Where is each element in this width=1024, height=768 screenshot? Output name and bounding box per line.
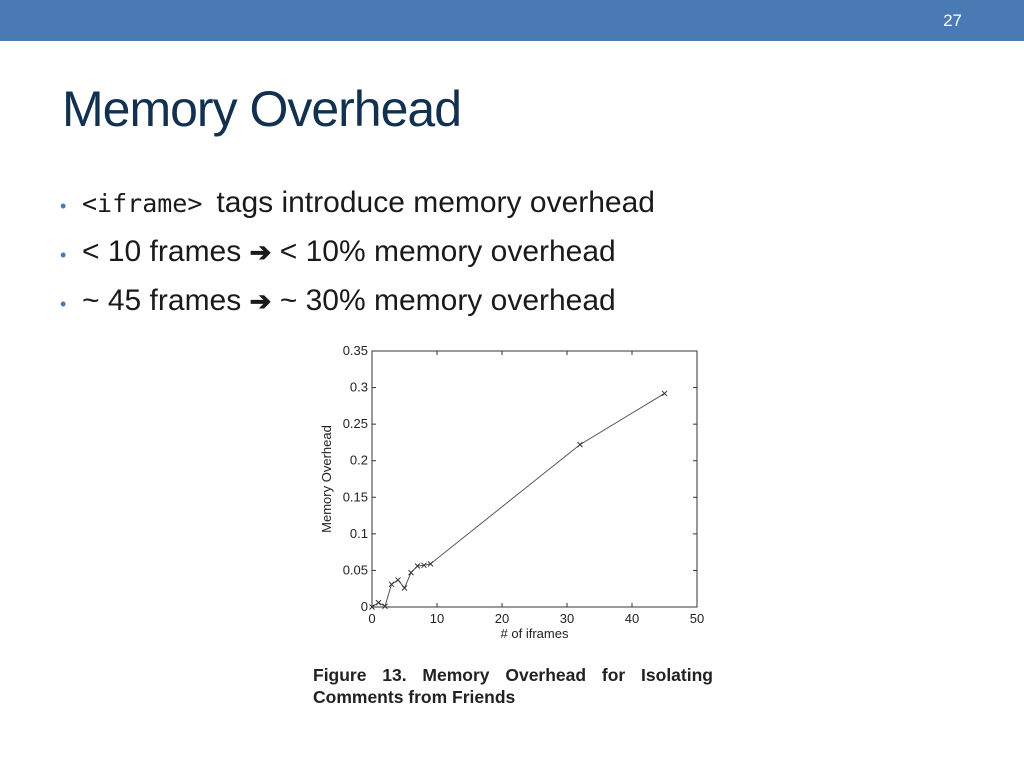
x-tick-label: 0 [368,611,375,626]
header-bar: 27 [0,0,1024,41]
x-tick-label: 20 [495,611,509,626]
y-tick-label: 0.1 [350,526,368,541]
bullet-text-after: < 10% memory overhead [279,235,616,268]
bullet-dot-icon: • [60,196,67,216]
bullet-list: • <iframe> tags introduce memory overhead… [60,186,655,333]
slide-number: 27 [943,11,962,30]
x-tick-label: 40 [625,611,639,626]
y-tick-label: 0 [361,599,368,614]
bullet-text: tags introduce memory overhead [216,186,655,219]
data-point-marker [395,577,401,583]
bullet-text-before: < 10 frames [82,235,242,268]
data-point-marker [388,581,395,588]
data-point-marker [421,562,427,569]
data-point-marker [375,599,382,606]
bullet-item: • ~ 45 frames ➔ ~ 30% memory overhead [60,284,655,333]
figure-caption: Figure 13. Memory Overhead for Isolating… [313,665,713,707]
y-tick-label: 0.15 [343,489,368,504]
data-point-marker [382,603,388,610]
y-tick-label: 0.2 [350,453,368,468]
bullet-text-before: ~ 45 frames [82,284,242,317]
iframe-code: <iframe> [82,189,203,218]
bullet-item: • < 10 frames ➔ < 10% memory overhead [60,235,655,284]
data-point-marker [414,563,421,569]
chart-svg: 0 10 20 30 40 50 0 0.05 0.1 0.15 0.2 0.25 0.3 0.35 # o… [319,343,704,641]
data-point-marker [577,441,583,448]
y-tick-label: 0.25 [343,416,368,431]
series-line [371,392,665,608]
bullet-text-after: ~ 30% memory overhead [279,284,616,317]
data-point-marker [661,390,668,397]
data-point-marker [401,585,408,591]
bullet-dot-icon: • [60,245,67,265]
plot-frame [371,350,698,608]
data-point-marker [408,569,414,576]
x-tick-label: 10 [430,611,444,626]
x-axis-label: # of iframes [501,626,569,641]
y-axis-label: Memory Overhead [319,425,334,533]
data-point-marker [427,560,434,567]
slide-title: Memory Overhead [62,81,462,137]
y-tick-label: 0.3 [350,380,368,395]
x-tick-label: 30 [560,611,574,626]
memory-overhead-chart: 0 10 20 30 40 50 0 0.05 0.1 0.15 0.2 0.25 0.3 0.35 # o… [300,338,740,648]
right-arrow-icon: ➔ [249,237,272,267]
data-point-marker [369,604,375,610]
y-tick-label: 0.05 [343,562,368,577]
bullet-item: • <iframe> tags introduce memory overhead [60,186,655,235]
x-tick-label: 50 [690,611,704,626]
y-tick-label: 0.35 [343,343,368,358]
right-arrow-icon: ➔ [249,286,272,316]
bullet-dot-icon: • [60,294,67,314]
